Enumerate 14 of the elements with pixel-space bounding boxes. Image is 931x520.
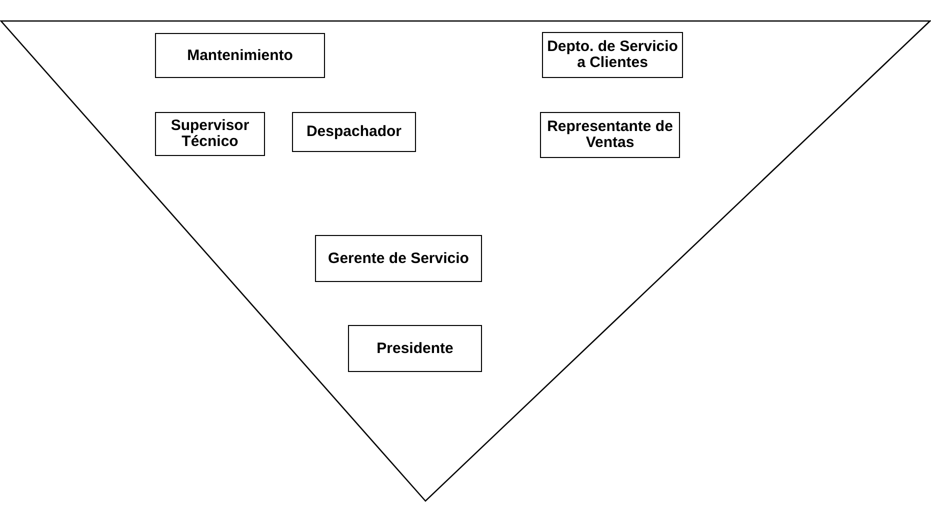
role-box	[348, 325, 482, 372]
role-box	[542, 32, 683, 78]
role-label: Representante de Ventas	[546, 119, 674, 151]
role-box	[315, 235, 482, 282]
role-label: Presidente	[376, 340, 454, 356]
role-label: Depto. de Servicio a Clientes	[546, 39, 679, 71]
role-label: Despachador	[306, 124, 402, 140]
role-box	[540, 112, 680, 158]
role-box	[155, 33, 325, 78]
role-label: Mantenimiento	[187, 48, 293, 64]
role-box	[292, 112, 416, 152]
role-label: Supervisor Técnico	[170, 118, 250, 150]
role-box	[155, 112, 265, 156]
role-label: Gerente de Servicio	[328, 250, 469, 266]
